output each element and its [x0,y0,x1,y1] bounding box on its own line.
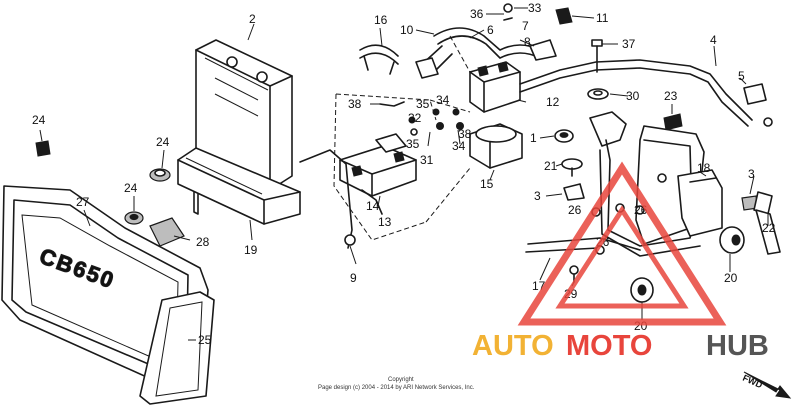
callout-26a: 26 [568,203,582,217]
fuse-screws [379,101,464,136]
callout-19: 19 [244,243,258,257]
callout-8: 8 [524,35,531,49]
callout-10: 10 [400,23,414,37]
bracket-plate [677,169,723,237]
rubber-bushing-lower [630,277,654,303]
callout-27: 27 [76,195,90,209]
spring-clip-left [563,183,585,201]
callout-labels: 2 16 10 6 36 33 11 8 7 37 4 5 12 30 23 3… [32,1,776,347]
callout-24a: 24 [32,113,46,127]
rubber-cushion-left [35,140,51,157]
callout-29: 30 [626,89,640,103]
trim-strip [139,291,215,405]
callout-6: 6 [487,23,494,37]
callout-35b: 35 [406,137,420,151]
starter-cable [415,27,557,79]
callout-38b: 38 [458,127,472,141]
callout-14: 14 [366,199,380,213]
mount-bolt [591,39,603,73]
rubber-pad [663,113,683,131]
ground-cable [519,59,773,127]
rubber-grommet [124,211,144,225]
callout-21: 21 [544,159,558,173]
callout-3b: 3 [748,167,755,181]
callout-5: 5 [738,69,745,83]
callout-32: 32 [408,111,422,125]
callout-9: 9 [350,271,357,285]
rubber-cushion-center [149,168,171,182]
collar [554,129,574,143]
copyright-block: Copyright Page design (c) 2004 - 2014 by… [318,377,475,391]
leader-lines [39,7,769,341]
copyright-line1: Copyright [388,377,414,383]
callout-20a: 20 [724,271,738,285]
starter-relay [469,61,521,113]
callout-1: 1 [530,131,537,145]
callout-35a: 35 [416,97,430,111]
callout-34b: 34 [452,139,466,153]
watermark-auto: AUTO [472,330,554,362]
callout-23: 23 [664,89,678,103]
callout-16: 16 [374,13,388,27]
cover-plate [149,217,185,247]
callout-7: 7 [522,19,529,33]
fuse-bracket [299,149,383,249]
callout-25: 25 [198,333,212,347]
callout-2: 2 [249,12,256,26]
battery-band [359,44,399,75]
callout-34a: 34 [436,93,450,107]
callout-33: 33 [528,1,542,15]
forward-arrow: FWD [741,371,792,399]
callout-36: 36 [470,7,484,21]
callout-37: 37 [622,37,636,51]
callout-38a: 38 [348,97,362,111]
flat-washer [587,88,609,100]
watermark-moto: MOTO [566,330,652,362]
battery [195,39,293,191]
callout-11: 11 [596,11,609,25]
rubber-bushing-right [719,226,745,254]
terminal-bolt [503,3,513,21]
fuse-holder [339,133,417,197]
callout-4: 4 [710,33,717,47]
terminal-cap [561,158,583,177]
fwd-label: FWD [741,373,764,391]
callout-28: 28 [196,235,210,249]
callout-13: 13 [378,215,392,229]
callout-24b: 24 [156,135,170,149]
callout-15: 15 [480,177,494,191]
relay-grommet [555,7,573,25]
watermark-hub: HUB [706,330,769,362]
callout-31: 31 [420,153,434,167]
mount-bolt-long [753,191,781,255]
callout-24c: 24 [124,181,138,195]
battery-tray [177,147,301,225]
callout-12: 12 [546,95,560,109]
callout-3a: 3 [534,189,541,203]
callout-18: 18 [697,161,711,175]
relay-cushion [469,123,523,169]
callout-22: 22 [762,221,776,235]
copyright-line2: Page design (c) 2004 - 2014 by ARI Netwo… [318,385,475,391]
watermark-logo: AUTO MOTO HUB [472,161,769,362]
